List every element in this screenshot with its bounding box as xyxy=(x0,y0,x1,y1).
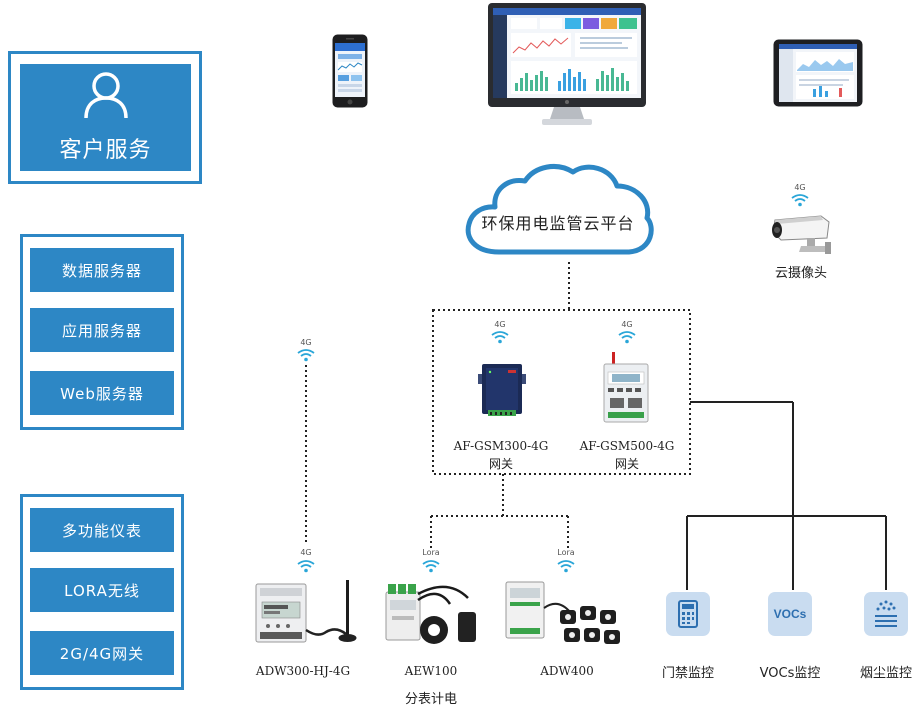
camera-label: 云摄像头 xyxy=(774,266,827,281)
gateway2-model: AF-GSM500-4G xyxy=(579,439,675,453)
meter3-signal-label: Lora xyxy=(557,548,575,557)
gateway1-wifi-icon xyxy=(491,330,509,344)
gateway2-wifi-icon xyxy=(618,330,636,344)
meter3-label: ADW400 xyxy=(540,664,594,678)
smoke-dust-icon[interactable] xyxy=(864,592,908,636)
client-service-title: 客户服务 xyxy=(59,138,152,163)
access-control-icon[interactable] xyxy=(666,592,710,636)
vocs-icon[interactable]: VOCs xyxy=(768,592,812,636)
vocs-badge-text: VOCs xyxy=(773,607,807,621)
gateway-2g4g-button[interactable]: 2G/4G网关 xyxy=(30,631,174,675)
adw300-meter-device xyxy=(252,576,372,652)
gateway2-signal-label: 4G xyxy=(621,320,633,329)
desktop-monitor xyxy=(488,3,646,127)
phone-device xyxy=(332,34,368,108)
gateway-gsm500-device xyxy=(602,350,650,424)
left-signal-label: 4G xyxy=(300,338,312,347)
multifunction-meter-button[interactable]: 多功能仪表 xyxy=(30,508,174,552)
aew100-meter-device xyxy=(378,576,482,652)
gateway1-type: 网关 xyxy=(488,457,513,471)
adw400-meter-device xyxy=(504,578,632,654)
smoke-dust-label: 烟尘监控 xyxy=(859,666,912,681)
data-server-button[interactable]: 数据服务器 xyxy=(30,248,174,292)
app-server-button[interactable]: 应用服务器 xyxy=(30,308,174,352)
web-server-button[interactable]: Web服务器 xyxy=(30,371,174,415)
meter2-wifi-icon xyxy=(422,559,440,573)
client-service-box[interactable]: 客户服务 xyxy=(20,64,191,171)
gateway-gsm300-device xyxy=(478,362,526,418)
meter2-label: AEW100 xyxy=(404,664,458,678)
cloud-camera-icon xyxy=(771,212,833,256)
camera-wifi-icon xyxy=(791,193,809,207)
left-wifi-icon xyxy=(297,348,315,362)
meter1-signal-label: 4G xyxy=(300,548,312,557)
gateway1-signal-label: 4G xyxy=(494,320,506,329)
tablet-device xyxy=(773,39,863,107)
gateway2-type: 网关 xyxy=(614,457,639,471)
meter2-sublabel: 分表计电 xyxy=(404,692,457,707)
gateway1-model: AF-GSM300-4G xyxy=(453,439,549,453)
user-icon xyxy=(83,70,129,120)
meter3-wifi-icon xyxy=(557,559,575,573)
access-control-label: 门禁监控 xyxy=(661,666,714,681)
lora-wireless-button[interactable]: LORA无线 xyxy=(30,568,174,612)
meter1-wifi-icon xyxy=(297,559,315,573)
camera-signal-label: 4G xyxy=(794,183,806,192)
client-service-frame: 客户服务 xyxy=(8,51,202,184)
cloud-platform-label: 环保用电监管云平台 xyxy=(481,214,635,233)
meter1-label: ADW300-HJ-4G xyxy=(255,664,351,678)
meter2-signal-label: Lora xyxy=(422,548,440,557)
vocs-label: VOCs监控 xyxy=(759,666,821,681)
cloud-platform: 环保用电监管云平台 xyxy=(459,160,657,264)
